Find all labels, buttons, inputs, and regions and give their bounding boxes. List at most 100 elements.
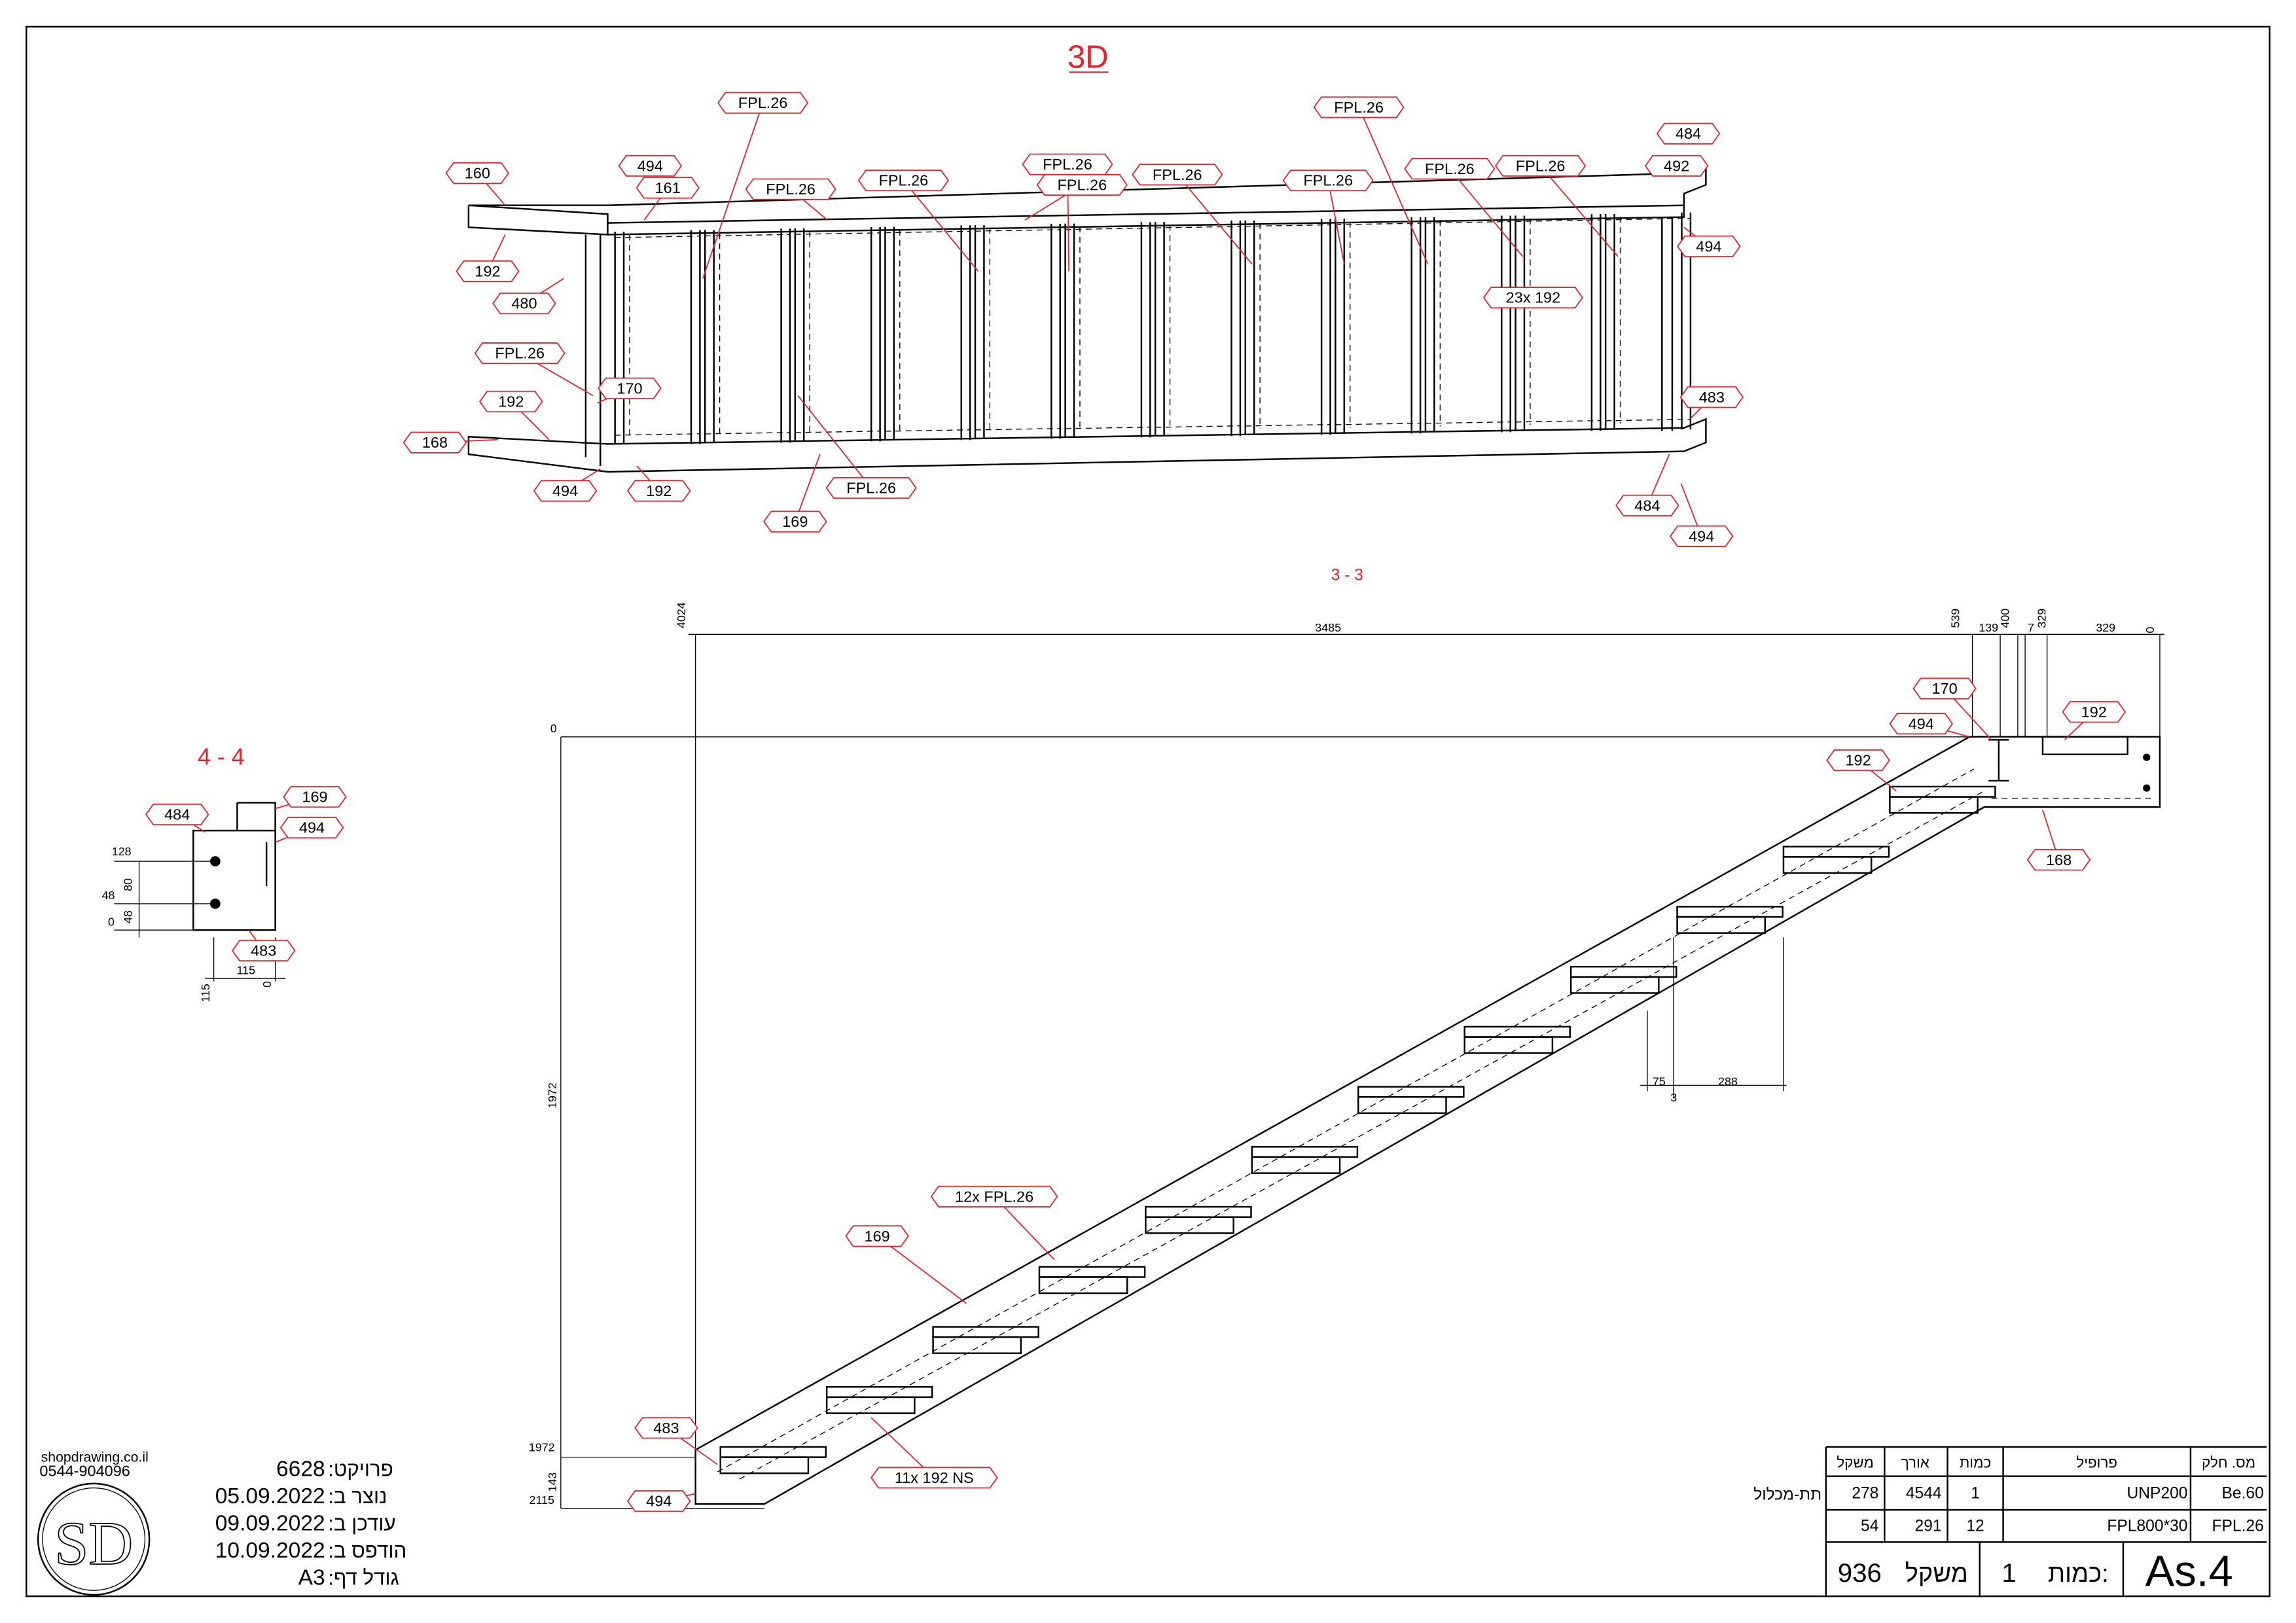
info-value: A3 bbox=[298, 1565, 325, 1590]
iso-tread-panel bbox=[884, 225, 971, 440]
part-tag: 483 bbox=[634, 1417, 698, 1439]
table-side-label: תת-מכלול bbox=[1753, 1486, 1821, 1504]
part-tag: 480 bbox=[492, 293, 556, 315]
quantity-value: 1 bbox=[2001, 1558, 2016, 1588]
svg-text:161: 161 bbox=[655, 179, 681, 196]
part-tag: 168 bbox=[403, 431, 467, 454]
part-tag: FPL.26 bbox=[745, 178, 836, 200]
part-tag: 170 bbox=[1912, 677, 1977, 700]
dimension-label: 288 bbox=[1718, 1075, 1738, 1088]
tread bbox=[932, 1326, 1039, 1338]
svg-text:168: 168 bbox=[2046, 851, 2072, 868]
svg-text:484: 484 bbox=[1676, 125, 1701, 142]
info-label: גודל דף: bbox=[328, 1566, 399, 1589]
dimension-label: 1972 bbox=[546, 1082, 559, 1109]
assembly-number: As.4 bbox=[2145, 1547, 2233, 1596]
tread bbox=[1038, 1266, 1146, 1278]
company-phone: 0544-904096 bbox=[39, 1463, 130, 1480]
svg-text:483: 483 bbox=[653, 1419, 679, 1436]
dimension-label: 115 bbox=[199, 984, 212, 1003]
tread bbox=[1463, 1026, 1571, 1038]
dimension-label: 0 bbox=[2144, 627, 2157, 633]
dimension-label: 0 bbox=[550, 722, 557, 735]
iso-stair-view bbox=[467, 163, 1707, 473]
dimension-label: 329 bbox=[2035, 609, 2048, 628]
dimension-label: 143 bbox=[546, 1472, 559, 1492]
svg-text:492: 492 bbox=[1664, 157, 1689, 174]
tread bbox=[1889, 785, 1996, 798]
part-tag: 161 bbox=[636, 177, 700, 199]
svg-text:FPL.26: FPL.26 bbox=[738, 94, 788, 111]
svg-text:FPL.26: FPL.26 bbox=[495, 345, 545, 362]
part-tag: 484 bbox=[1656, 122, 1721, 145]
svg-text:170: 170 bbox=[1931, 680, 1957, 697]
dimension-label: 4024 bbox=[675, 602, 688, 628]
tread bbox=[1145, 1205, 1252, 1218]
svg-text:494: 494 bbox=[1696, 238, 1721, 255]
svg-text:FPL.26: FPL.26 bbox=[879, 172, 929, 189]
part-tag: 169 bbox=[283, 786, 347, 808]
dimension-label: 1972 bbox=[529, 1441, 555, 1454]
detail-view-title: 4 - 4 bbox=[198, 743, 245, 770]
iso-tread-panel bbox=[1424, 215, 1511, 433]
svg-text:168: 168 bbox=[422, 434, 448, 451]
table-cell: 4544 bbox=[1906, 1484, 1942, 1502]
part-tag: 492 bbox=[1644, 154, 1709, 177]
table-cell: FPL.26 bbox=[2212, 1518, 2263, 1535]
svg-text:SD: SD bbox=[54, 1510, 133, 1578]
iso-tread-panel bbox=[1604, 212, 1692, 430]
table-cell: 278 bbox=[1852, 1484, 1878, 1502]
tread bbox=[1782, 846, 1890, 858]
dimension-label: 539 bbox=[1948, 609, 1962, 628]
table-cell: 1 bbox=[1971, 1484, 1980, 1502]
part-tag: 168 bbox=[2026, 849, 2091, 871]
total-weight-label: משקל bbox=[1905, 1560, 1968, 1588]
tread bbox=[1357, 1086, 1465, 1098]
part-tag: 192 bbox=[479, 391, 543, 413]
svg-text:160: 160 bbox=[465, 165, 490, 182]
iso-tread-panel bbox=[1335, 217, 1422, 434]
svg-text:483: 483 bbox=[251, 942, 276, 959]
quantity-label: כמות: bbox=[2048, 1560, 2109, 1588]
dimension-label: 48 bbox=[121, 910, 134, 923]
dimension-label: 3 bbox=[1670, 1091, 1677, 1104]
table-header: משקל bbox=[1837, 1454, 1874, 1471]
part-tag: FPL.26 bbox=[717, 92, 809, 114]
table-cell: 12 bbox=[1966, 1518, 1984, 1535]
iso-tread-panel bbox=[1064, 222, 1151, 438]
part-tag: 484 bbox=[1615, 494, 1679, 516]
table-cell: FPL800*30 bbox=[2107, 1518, 2187, 1535]
svg-text:FPL.26: FPL.26 bbox=[1303, 172, 1353, 189]
table-cell: Be.60 bbox=[2221, 1484, 2263, 1502]
company-logo: SD bbox=[37, 1482, 151, 1596]
part-tag: FPL.26 bbox=[825, 477, 917, 499]
svg-text:494: 494 bbox=[637, 157, 663, 174]
dimension-label: 115 bbox=[237, 963, 256, 976]
part-tag: 192 bbox=[1826, 749, 1890, 772]
info-label: עודכן ב: bbox=[328, 1512, 395, 1535]
part-tag: FPL.26 bbox=[1404, 158, 1496, 180]
svg-text:169: 169 bbox=[865, 1228, 890, 1245]
part-tag: FPL.26 bbox=[1313, 96, 1405, 118]
part-tag: 169 bbox=[763, 510, 827, 533]
company-block: shopdrawing.co.il 0544-904096 SD bbox=[37, 1449, 151, 1596]
svg-text:FPL.26: FPL.26 bbox=[1425, 160, 1475, 177]
svg-text:169: 169 bbox=[782, 513, 808, 530]
svg-text:FPL.26: FPL.26 bbox=[1153, 166, 1202, 183]
info-label: הודפס ב: bbox=[328, 1539, 406, 1562]
table-header: מס. חלק bbox=[2202, 1454, 2255, 1471]
svg-text:170: 170 bbox=[617, 380, 642, 397]
svg-text:192: 192 bbox=[2081, 704, 2107, 721]
dimension-label: 7 bbox=[2028, 621, 2034, 634]
part-tag: 494 bbox=[1677, 235, 1741, 257]
svg-text:192: 192 bbox=[475, 262, 500, 279]
part-tag: 494 bbox=[279, 817, 344, 839]
iso-tread-panel bbox=[1515, 214, 1602, 431]
part-tag: 11x 192 NS bbox=[870, 1467, 998, 1489]
dimension-label: 139 bbox=[1979, 621, 1998, 634]
svg-text:23x 192: 23x 192 bbox=[1506, 289, 1561, 306]
part-tag: 192 bbox=[627, 480, 691, 502]
part-tag: 170 bbox=[598, 377, 662, 399]
